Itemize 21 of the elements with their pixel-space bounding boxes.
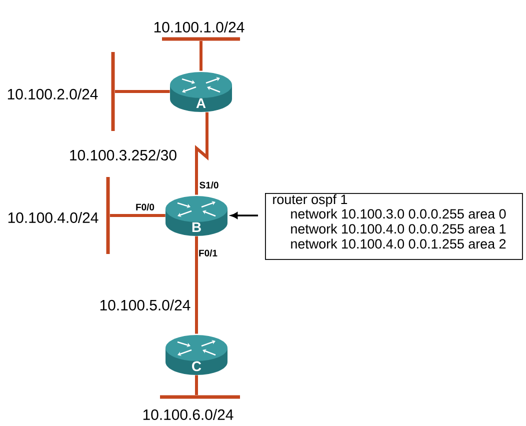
edge-label: 10.100.5.0/24: [100, 300, 190, 310]
link-line: [200, 40, 202, 71]
interface-label: F0/1: [199, 249, 218, 257]
subnet-label: 10.100.1.0/24: [154, 22, 244, 32]
subnet-label: 10.100.6.0/24: [143, 409, 234, 420]
link-line: [195, 236, 198, 334]
serial-link: [195, 112, 208, 195]
interface-label: S1/0: [200, 181, 218, 189]
edge-label: 10.100.3.252/30: [70, 150, 176, 160]
link-line: [110, 214, 166, 217]
link-line: [195, 375, 198, 396]
code-line: network 10.100.4.0 0.0.0.255 area 1: [291, 224, 506, 234]
config-box: [265, 193, 523, 260]
code-line: network 10.100.3.0 0.0.0.255 area 0: [291, 208, 506, 219]
interface-label: F0/0: [136, 203, 154, 211]
subnet-label: 10.100.2.0/24: [8, 88, 98, 100]
code-line: router ospf 1: [273, 194, 348, 207]
subnet-label: 10.100.4.0/24: [8, 212, 98, 223]
arrow: [230, 212, 258, 219]
link-line: [114, 90, 170, 93]
code-line: network 10.100.4.0 0.0.1.255 area 2: [291, 238, 506, 249]
